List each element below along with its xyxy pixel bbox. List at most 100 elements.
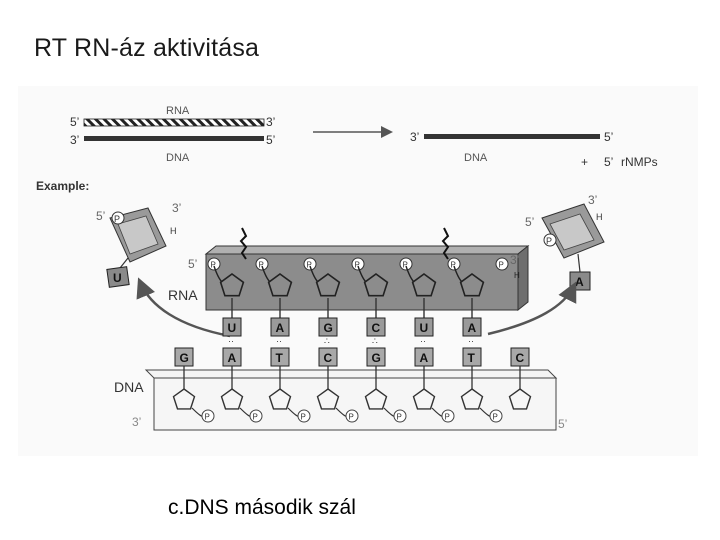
rna-phosphate-label: P — [451, 261, 456, 270]
rna-phosphate-label: P — [211, 261, 216, 270]
hydroxyl-left-released: H — [170, 226, 177, 236]
rna-backbone-link — [309, 265, 319, 283]
dna-base-g: G — [372, 351, 381, 365]
dna-phosphate-label: P — [301, 413, 306, 422]
dna-sugar — [508, 388, 532, 410]
dna-nucleotides: G P A P T P C P G P A P T P C — [172, 347, 532, 423]
dna-base-c: C — [324, 351, 333, 365]
released-right-3prime: 3’ — [588, 193, 597, 207]
rna-phosphate — [303, 257, 317, 271]
dna-base-g: G — [180, 351, 189, 365]
rna-phosphate — [351, 257, 365, 271]
rna-phosphate-label: P — [259, 261, 264, 270]
rna-backbone-link — [453, 265, 463, 283]
dna-sugar — [316, 388, 340, 410]
rna-strand-label: RNA — [168, 287, 198, 303]
rna-phosphate-label: P — [355, 261, 360, 270]
cleavage-mark-right — [441, 227, 450, 260]
rna-phosphate — [447, 257, 461, 271]
dna-base-c: C — [516, 351, 525, 365]
rna-base-box — [222, 317, 242, 337]
scheme-rna-3prime: 3’ — [266, 115, 275, 129]
dna-strand-label: DNA — [114, 379, 144, 395]
dna-base-t: T — [468, 351, 476, 365]
dna-sugar — [460, 388, 484, 410]
dna-phosphate-label: P — [445, 413, 450, 422]
hydrogen-bond: ·· — [468, 336, 474, 346]
released-left-base: U — [113, 271, 122, 285]
slide-caption: c.DNS második szál — [168, 496, 356, 519]
dna-strand-template — [84, 136, 264, 141]
hydrogen-bond: ∴ — [372, 336, 378, 346]
dna-phosphate-label: P — [493, 413, 498, 422]
rna-phosphate-label: P — [499, 261, 504, 270]
rna-base-a: A — [468, 321, 477, 335]
plus-sign: + — [581, 155, 588, 169]
rna-backbone-link — [213, 265, 223, 283]
rna-backbone-link — [405, 265, 415, 283]
hydrogen-bond: ·· — [228, 336, 234, 346]
scheme-dna-3prime: 3’ — [70, 133, 79, 147]
rna-base-c: C — [372, 321, 381, 335]
rna-backbone-link — [261, 265, 271, 283]
rna-sugar — [459, 273, 485, 297]
phosphate-left-released: P — [114, 214, 120, 224]
dna-block-5prime: 5’ — [558, 417, 567, 431]
dna-phosphate-label: P — [205, 413, 210, 422]
rnmps-5prime: 5’ — [604, 155, 613, 169]
scheme-dna-label: DNA — [166, 152, 190, 164]
release-arrow-right — [487, 281, 577, 336]
rna-sugar — [363, 273, 389, 297]
hydrogen-bond: ∴ — [324, 336, 330, 346]
dna-phosphate-label: P — [253, 413, 258, 422]
dna-phosphate — [297, 409, 311, 423]
hydrogen-bond: ·· — [420, 336, 426, 346]
dna-phosphate — [345, 409, 359, 423]
phosphate-right-released: P — [546, 236, 552, 246]
product-dna-strand — [424, 134, 600, 139]
released-right-5prime: 5’ — [525, 215, 534, 229]
scheme-rna-label: RNA — [166, 105, 190, 117]
dna-sugar — [172, 388, 196, 410]
rna-base-g: G — [324, 321, 333, 335]
dna-base-t: T — [276, 351, 284, 365]
dna-phosphate — [249, 409, 263, 423]
released-nucleotide-left: P H 5’ 3’ U — [96, 201, 181, 288]
rna-base-box — [318, 317, 338, 337]
rna-phosphate-label: P — [403, 261, 408, 270]
dna-block-3prime: 3’ — [132, 415, 141, 429]
rnmps-label: rNMPs — [621, 155, 658, 169]
dna-phosphate-label: P — [349, 413, 354, 422]
rna-hydroxyl: H — [514, 271, 520, 280]
released-right-base: A — [575, 275, 584, 289]
dna-base-a: A — [228, 351, 237, 365]
dna-sugar — [364, 388, 388, 410]
dna-phosphate — [201, 409, 215, 423]
product-dna-label: DNA — [464, 152, 488, 164]
dna-base-a: A — [420, 351, 429, 365]
rna-block-3prime: 3’ — [510, 253, 519, 267]
rna-phosphate — [207, 257, 221, 271]
dna-phosphate — [489, 409, 503, 423]
rna-strand-hatched — [83, 118, 265, 127]
rna-phosphate — [399, 257, 413, 271]
example-label: Example: — [36, 179, 89, 193]
dna-sugar — [220, 388, 244, 410]
rna-sugar — [219, 273, 245, 297]
hydrogen-bond: ·· — [276, 336, 282, 346]
rna-phosphate-label: P — [307, 261, 312, 270]
cleavage-mark-left — [239, 227, 248, 260]
dna-phosphate-label: P — [397, 413, 402, 422]
released-left-3prime: 3’ — [172, 201, 181, 215]
rna-block-5prime: 5’ — [188, 257, 197, 271]
product-3prime: 3’ — [410, 130, 419, 144]
rna-base-box — [366, 317, 386, 337]
rna-sugar — [315, 273, 341, 297]
slide-title: RT RN-áz aktivitása — [34, 34, 260, 62]
dna-sugar — [268, 388, 292, 410]
rna-phosphate — [255, 257, 269, 271]
rt-rnase-figure: RNA 5’ 3’ 3’ 5’ DNA 3’ 5’ DNA + 5’ rNMPs… — [18, 86, 698, 456]
release-arrow-left — [136, 277, 231, 338]
rna-base-box — [270, 317, 290, 337]
